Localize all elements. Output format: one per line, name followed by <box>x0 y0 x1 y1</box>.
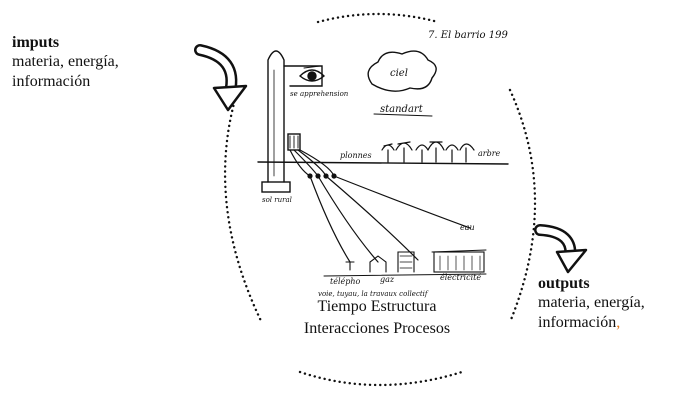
input-arrow-icon <box>194 44 248 112</box>
boundary-arc-right <box>508 88 537 324</box>
boundary-arc-bottom <box>298 370 464 387</box>
outputs-line-2: información, <box>538 313 693 333</box>
sketch-trees-word: plonnes <box>340 151 372 160</box>
system-labels: Tiempo Estructura Interacciones Procesos <box>272 296 482 340</box>
eye-box <box>283 65 323 87</box>
output-arrow-icon <box>534 224 588 274</box>
eye-icon <box>298 65 326 82</box>
boundary-arc-top <box>316 12 440 24</box>
buildings <box>345 249 487 273</box>
trees <box>381 141 475 163</box>
cloud-icon <box>367 50 437 92</box>
sketch-bottom-word-1: télépho <box>330 277 361 286</box>
ground-line <box>257 161 509 165</box>
inputs-title: imputs <box>12 34 60 51</box>
sketch-bottom-word-3: électricité <box>440 273 481 282</box>
boundary-arc-left <box>223 94 264 325</box>
sketch-eye-caption: se apprehension <box>290 90 349 98</box>
outputs-line-1: materia, energía, <box>538 294 645 311</box>
inputs-line-1: materia, energía, <box>12 53 119 70</box>
outputs-label: outputs materia, energía, información, <box>538 275 693 333</box>
sketch-bottom-caption: voie, tuyau, la travaux collectif <box>318 290 429 298</box>
system-labels-line-1: Tiempo Estructura <box>317 298 437 315</box>
sketch-water-word: eau <box>460 223 475 232</box>
outputs-title: outputs <box>538 275 590 292</box>
sketch-trees-word-2: arbre <box>478 149 501 158</box>
sketch-standard-word: standart <box>380 104 424 115</box>
sketch-bottom-word-2: gaz <box>380 275 395 284</box>
system-labels-line-2: Interacciones Procesos <box>303 320 451 337</box>
sketch-base-word: sol rural <box>262 196 292 204</box>
sketch-cloud-word: ciel <box>390 68 408 79</box>
system-boundary <box>223 12 537 387</box>
pipe-valves <box>307 173 337 179</box>
inputs-line-2: información <box>12 73 91 90</box>
pipes <box>289 149 471 263</box>
sketch-page-header: 7. El barrio 199 <box>428 30 508 41</box>
tower <box>267 50 285 183</box>
outputs-comma: , <box>616 314 621 331</box>
hand-sketch: 7. El barrio 199 sol rural se apprehensi… <box>257 30 509 298</box>
outputs-line-2-text: información <box>538 314 617 331</box>
inputs-label: imputs materia, energía, información <box>12 34 212 92</box>
